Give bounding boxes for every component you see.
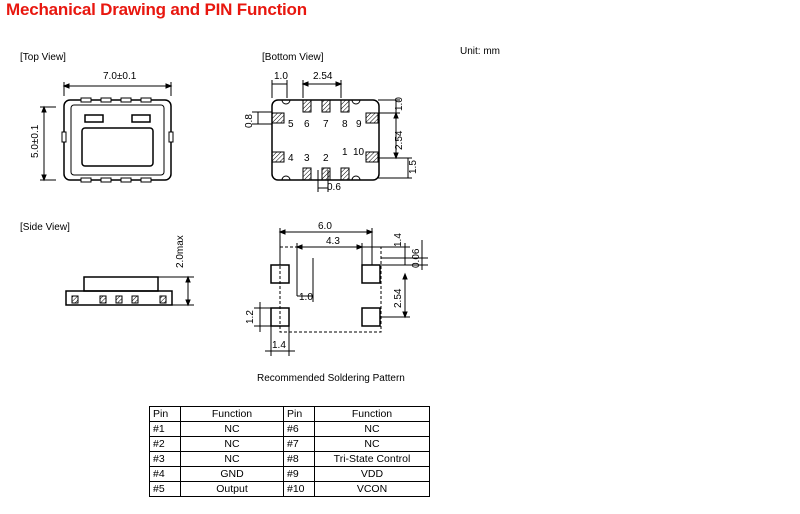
dim-top-height: 5.0±0.1	[30, 124, 41, 158]
dim-bottom-0-6: 0.6	[327, 182, 341, 193]
cell-pin: #8	[283, 451, 315, 467]
table-row: #1 NC #6 NC	[149, 421, 430, 437]
side-view-label: [Side View]	[20, 222, 70, 233]
cell-pin: #9	[283, 466, 315, 482]
cell-pin: #4	[149, 466, 181, 482]
dim-bottom-0-8: 0.8	[244, 114, 255, 128]
pin-label-4: 4	[288, 153, 294, 164]
cell-function: VDD	[314, 466, 430, 482]
pin-label-6: 6	[304, 119, 310, 130]
dim-bottom-1-0-right: 1.0	[394, 97, 405, 111]
dim-sp-1-0: 1.0	[299, 292, 313, 303]
pin-label-10: 10	[353, 147, 365, 158]
dim-top-width: 7.0±0.1	[103, 71, 137, 82]
dim-bottom-2-54-right: 2.54	[394, 130, 405, 150]
top-view	[40, 82, 174, 183]
header-pin-a: Pin	[149, 406, 181, 422]
cell-pin: #6	[283, 421, 315, 437]
dim-sp-2-54: 2.54	[393, 288, 404, 308]
dim-sp-1-4-bottom: 1.4	[272, 340, 286, 351]
dim-bottom-2-54-top: 2.54	[313, 71, 333, 82]
dim-sp-1-4-top: 1.4	[393, 233, 404, 247]
dim-bottom-1-0: 1.0	[274, 71, 288, 82]
cell-pin: #10	[283, 481, 315, 497]
cell-function: NC	[180, 436, 284, 452]
cell-function: NC	[180, 451, 284, 467]
header-function-b: Function	[314, 406, 430, 422]
pin-label-7: 7	[323, 119, 329, 130]
cell-pin: #3	[149, 451, 181, 467]
cell-pin: #5	[149, 481, 181, 497]
pin-label-2: 2	[323, 153, 329, 164]
cell-function: VCON	[314, 481, 430, 497]
cell-function: NC	[314, 436, 430, 452]
pin-label-3: 3	[304, 153, 310, 164]
pin-label-5: 5	[288, 119, 294, 130]
soldering-pattern	[254, 228, 428, 356]
header-function-a: Function	[180, 406, 284, 422]
table-row: #5 Output #10 VCON	[149, 481, 430, 497]
cell-function: Tri-State Control	[314, 451, 430, 467]
side-view	[65, 275, 194, 307]
soldering-pattern-caption: Recommended Soldering Pattern	[257, 373, 405, 384]
table-header-row: Pin Function Pin Function	[149, 406, 430, 422]
table-row: #3 NC #8 Tri-State Control	[149, 451, 430, 467]
dim-sp-4-3: 4.3	[326, 236, 340, 247]
mechanical-drawing: 7.0±0.1 5.0±0.1	[30, 71, 428, 356]
bottom-view-label: [Bottom View]	[262, 52, 324, 63]
bottom-view	[252, 80, 412, 192]
top-view-label: [Top View]	[20, 52, 66, 63]
pin-label-8: 8	[342, 119, 348, 130]
cell-pin: #2	[149, 436, 181, 452]
dim-sp-1-2: 1.2	[245, 310, 256, 324]
dim-bottom-1-5: 1.5	[408, 160, 419, 174]
table-row: #2 NC #7 NC	[149, 436, 430, 452]
pin-label-9: 9	[356, 119, 362, 130]
cell-function: NC	[180, 421, 284, 437]
cell-function: GND	[180, 466, 284, 482]
pin-function-table: Pin Function Pin Function #1 NC #6 NC #2…	[149, 406, 430, 497]
page-title: Mechanical Drawing and PIN Function	[6, 0, 307, 19]
pin-label-1: 1	[342, 147, 348, 158]
dim-side-2-0max: 2.0max	[175, 235, 186, 268]
unit-label: Unit: mm	[460, 46, 500, 57]
dim-sp-6-0: 6.0	[318, 221, 332, 232]
cell-function: NC	[314, 421, 430, 437]
header-pin-b: Pin	[283, 406, 315, 422]
table-row: #4 GND #9 VDD	[149, 466, 430, 482]
dim-sp-0-06: 0.06	[411, 248, 422, 268]
cell-pin: #1	[149, 421, 181, 437]
cell-function: Output	[180, 481, 284, 497]
cell-pin: #7	[283, 436, 315, 452]
